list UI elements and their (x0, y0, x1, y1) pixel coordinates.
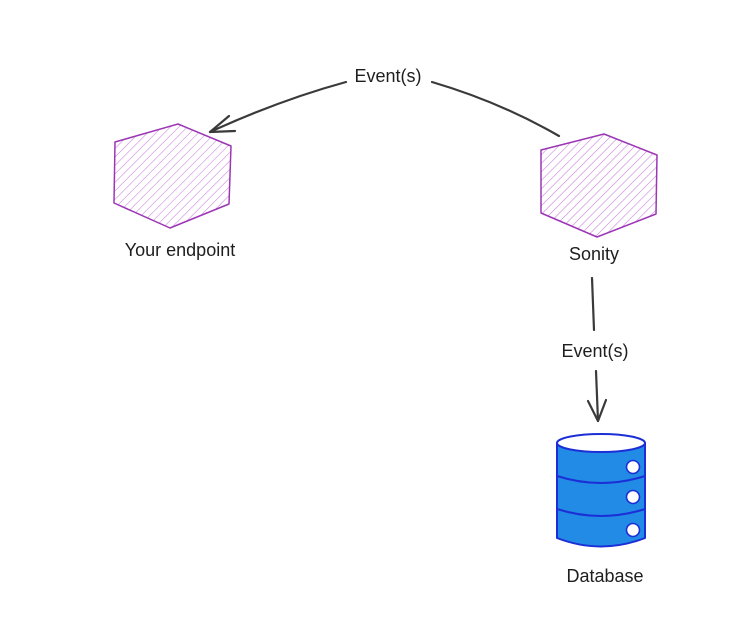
edge-sonity-to-database: Event(s) (561, 276, 629, 423)
edge-label-sonity-to-endpoint: Event(s) (354, 66, 421, 86)
node-label-database: Database (566, 566, 643, 586)
arrow-line-sonity-to-endpoint (430, 80, 561, 138)
arrow-line-sonity-to-endpoint-end (208, 80, 348, 134)
node-sonity[interactable]: Sonity (540, 133, 658, 264)
node-your-endpoint[interactable]: Your endpoint (113, 123, 235, 260)
edge-sonity-to-endpoint: Event(s) (208, 66, 561, 138)
arrowhead-icon (208, 114, 237, 134)
arrow-line-sonity-to-database (590, 276, 596, 332)
node-label-your-endpoint: Your endpoint (125, 240, 235, 260)
arrowhead-icon (586, 398, 608, 423)
node-database[interactable]: Database (556, 433, 646, 586)
hexagon-icon (113, 123, 232, 229)
hexagon-icon (540, 133, 658, 238)
arrow-line-sonity-to-database-end (594, 369, 600, 423)
node-label-sonity: Sonity (569, 244, 619, 264)
edge-label-sonity-to-database: Event(s) (561, 341, 628, 361)
database-icon (556, 433, 646, 548)
